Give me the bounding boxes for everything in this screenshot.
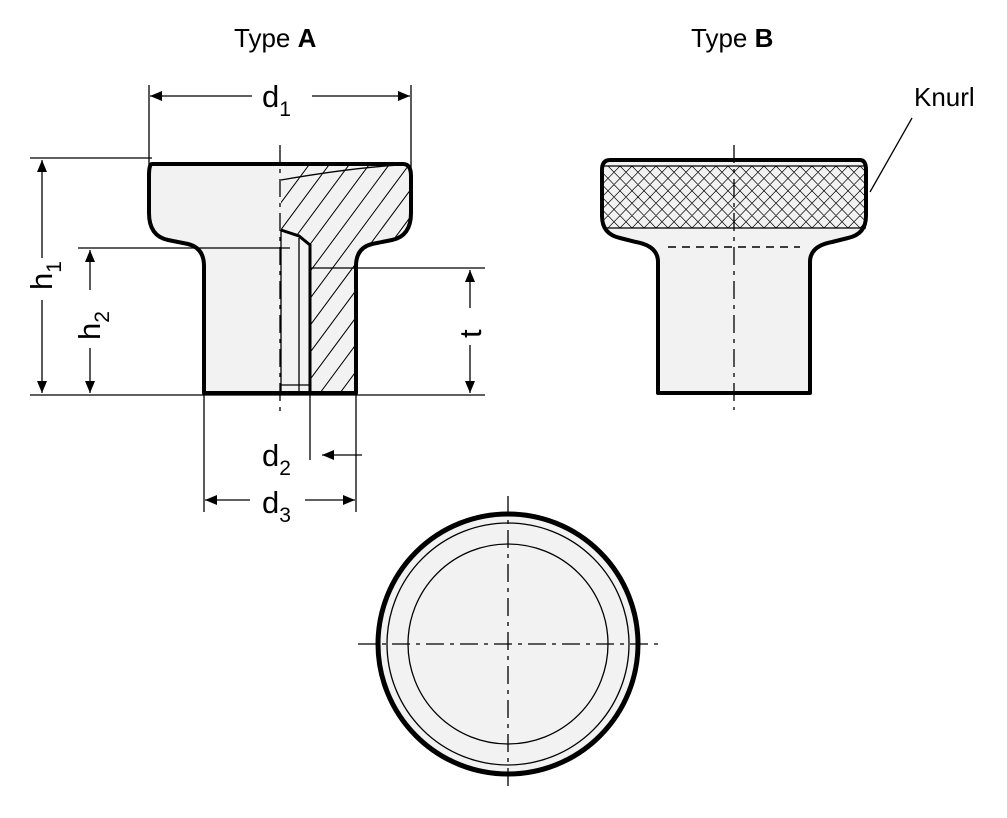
h1-label: h1 xyxy=(24,261,66,290)
d1-label: d1 xyxy=(262,79,291,121)
type-a-title: Type A xyxy=(234,23,317,53)
bore-wall xyxy=(280,228,312,393)
h2-label: h2 xyxy=(72,311,114,340)
type-a-view xyxy=(147,145,413,412)
top-chamfer-line xyxy=(280,164,401,181)
d2-label: d2 xyxy=(262,438,291,480)
t-label: t xyxy=(453,329,488,338)
top-view xyxy=(358,496,658,792)
type-b-view xyxy=(600,145,868,410)
type-b-title: Type B xyxy=(691,23,773,53)
d3-label: d3 xyxy=(262,485,291,527)
type-b-outline xyxy=(600,158,868,395)
knurl-pattern xyxy=(604,166,866,228)
extension-lines xyxy=(30,85,485,512)
knurl-leader-line xyxy=(869,117,913,193)
knurl-label: Knurl xyxy=(914,82,975,112)
